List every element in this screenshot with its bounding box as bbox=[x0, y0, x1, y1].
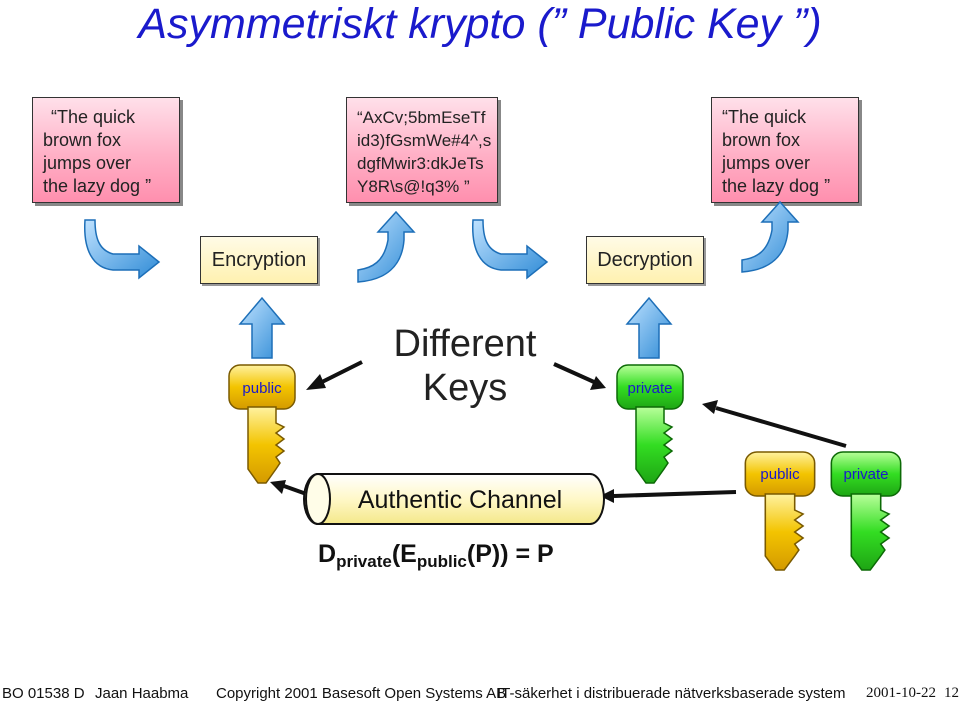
pointer-pair-to-channel-icon bbox=[600, 489, 737, 503]
ciphertext-box: “AxCv;5bmEseTf id3)fGsmWe#4^,s dgfMwir3:… bbox=[346, 97, 498, 203]
decryption-formula: Dprivate(Epublic(P)) = P bbox=[318, 540, 554, 571]
authentic-channel-label: Authentic Channel bbox=[357, 486, 563, 514]
private-key-icon: private bbox=[616, 364, 684, 484]
footer-author: Jaan Haabma bbox=[95, 685, 189, 702]
arrow-decrypt-in-icon bbox=[472, 219, 549, 280]
plaintext-left-line-2: brown fox bbox=[43, 130, 122, 150]
arrow-decrypt-out-icon bbox=[741, 200, 800, 273]
plaintext-right-line-1: The quick bbox=[728, 107, 807, 127]
footer-copyright: Copyright 2001 Basesoft Open Systems AB bbox=[216, 685, 507, 702]
pointer-to-private-key-icon bbox=[553, 362, 606, 390]
pointer-to-public-key-icon bbox=[306, 360, 363, 390]
plaintext-box-left: “The quick brown fox jumps over the lazy… bbox=[32, 97, 180, 203]
pair-private-key-icon: private bbox=[830, 451, 902, 571]
public-key-icon: public bbox=[228, 364, 296, 484]
pair-public-key-icon: public bbox=[744, 451, 816, 571]
decryption-label: Decryption bbox=[586, 236, 704, 284]
different-keys-line-2: Keys bbox=[422, 367, 508, 409]
footer-topic: IT-säkerhet i distribuerade nätverksbase… bbox=[497, 685, 846, 702]
different-keys-line-1: Different bbox=[393, 323, 537, 365]
ciphertext-line-2: id3)fGsmWe#4^,s bbox=[357, 131, 492, 150]
footer-date: 2001-10-22 bbox=[866, 685, 936, 701]
slide-footer: BO 01538 D Jaan Haabma Copyright 2001 Ba… bbox=[0, 682, 960, 705]
pair-private-key-label: private bbox=[843, 466, 888, 483]
arrow-public-key-up-icon bbox=[238, 296, 286, 359]
plaintext-left-line-1: The quick bbox=[57, 107, 136, 127]
public-key-label: public bbox=[242, 380, 282, 397]
ciphertext-line-1: AxCv;5bmEseTf bbox=[362, 108, 486, 127]
pointer-pair-to-private-icon bbox=[702, 400, 847, 448]
ciphertext-line-4: Y8R\s@!q3% bbox=[357, 177, 460, 196]
arrow-private-key-up-icon bbox=[625, 296, 673, 359]
arrow-encrypt-in-icon bbox=[84, 219, 161, 280]
encryption-label: Encryption bbox=[200, 236, 318, 284]
different-keys-text: Different Keys bbox=[360, 322, 570, 410]
plaintext-box-right: “The quick brown fox jumps over the lazy… bbox=[711, 97, 859, 203]
pair-public-key-label: public bbox=[760, 466, 800, 483]
authentic-channel-pipe bbox=[303, 473, 605, 525]
plaintext-right-line-3: jumps over bbox=[722, 153, 811, 173]
private-key-label: private bbox=[627, 380, 672, 397]
footer-course: BO 01538 D bbox=[2, 685, 85, 702]
ciphertext-line-3: dgfMwir3:dkJeTs bbox=[357, 154, 484, 173]
plaintext-right-line-2: brown fox bbox=[722, 130, 801, 150]
plaintext-left-line-4: the lazy dog bbox=[43, 176, 141, 196]
arrow-encrypt-out-icon bbox=[357, 210, 416, 283]
plaintext-left-line-3: jumps over bbox=[43, 153, 132, 173]
slide-title: Asymmetriskt krypto (” Public Key ”) bbox=[138, 0, 822, 48]
footer-page-number: 12 bbox=[944, 685, 959, 701]
plaintext-right-line-4: the lazy dog bbox=[722, 176, 820, 196]
